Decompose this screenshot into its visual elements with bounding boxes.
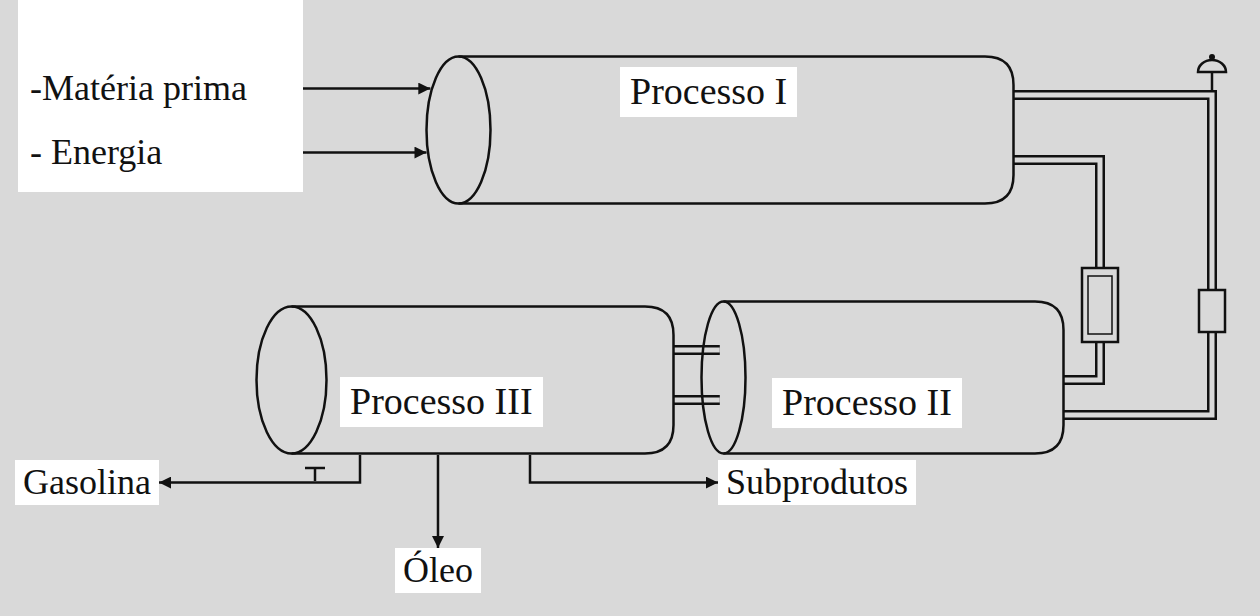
flow-arrow <box>530 455 718 483</box>
cylinder-end <box>702 302 746 454</box>
pipe-core <box>673 398 720 403</box>
valve-knob <box>1209 54 1215 60</box>
pipe-box <box>1082 268 1118 342</box>
cylinder-body <box>459 57 1014 204</box>
flow-label: Gasolina <box>23 461 151 504</box>
cylinder-body <box>724 302 1064 454</box>
input-label: -Matéria prima <box>22 66 255 111</box>
connector-group <box>159 455 360 483</box>
process-name: Processo II <box>772 378 962 428</box>
output-label: Subprodutos <box>718 460 916 505</box>
connector-group <box>437 455 438 548</box>
input-label: - Energia <box>22 130 170 175</box>
connector-group <box>673 400 720 401</box>
process-cylinder: Processo III <box>255 305 675 455</box>
flow-arrow <box>159 455 360 483</box>
flow-label: -Matéria prima <box>30 67 247 110</box>
output-label: Gasolina <box>15 460 159 505</box>
pipe <box>1013 95 1212 415</box>
process-cylinder: Processo II <box>700 300 1065 455</box>
label-patch <box>18 0 303 192</box>
cylinder-body <box>292 307 674 454</box>
process-name: Processo III <box>340 377 543 427</box>
cylinder-end <box>427 57 491 204</box>
pipe-core <box>1013 95 1212 415</box>
flow-label: Subprodutos <box>726 461 908 504</box>
pipe-box-inner <box>1088 276 1112 334</box>
flow-label: - Energia <box>30 131 162 174</box>
connector-group <box>530 455 718 483</box>
pipe-core <box>673 348 720 353</box>
valve-symbol <box>1198 60 1226 72</box>
valve-stem <box>1211 72 1214 91</box>
process-cylinder: Processo I <box>425 55 1015 205</box>
pipe <box>673 345 720 355</box>
pipe-box <box>1199 290 1225 332</box>
valve-tick <box>305 467 325 470</box>
flow-label: Óleo <box>403 549 473 592</box>
connector-group <box>673 350 720 351</box>
output-label: Óleo <box>395 548 481 593</box>
connector-group <box>1013 95 1212 415</box>
valve-tick <box>314 468 317 481</box>
flow-arrow <box>437 455 440 548</box>
pipe <box>673 395 720 405</box>
process-name: Processo I <box>620 67 797 117</box>
cylinder-end <box>257 307 327 454</box>
